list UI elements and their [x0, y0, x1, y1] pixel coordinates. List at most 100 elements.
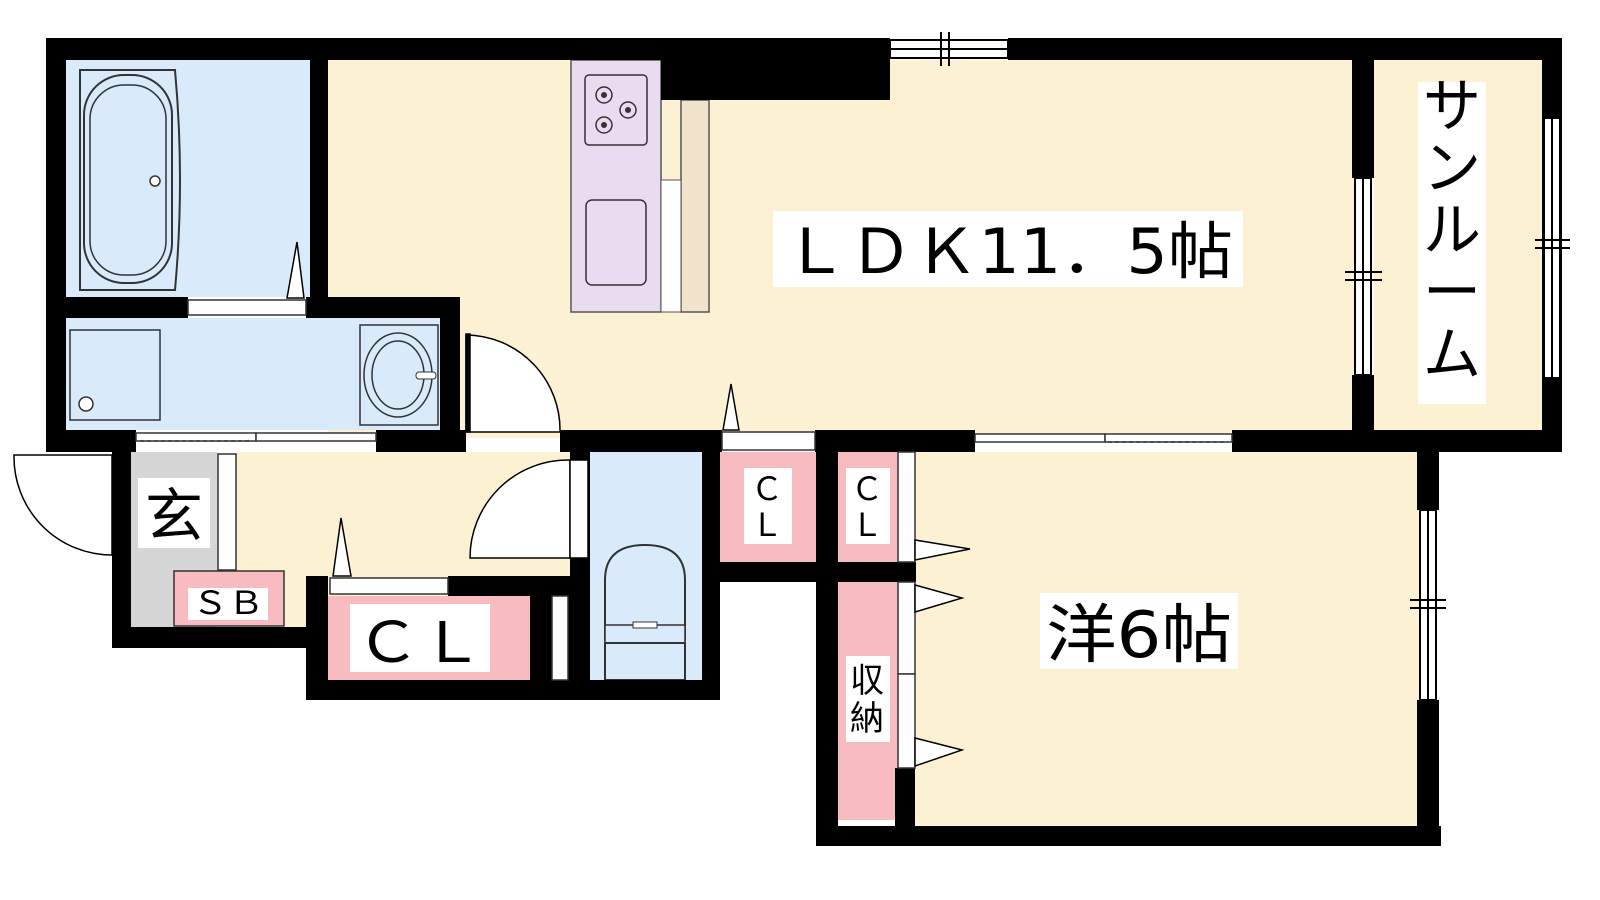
storage-door-2 — [897, 581, 916, 675]
sliding-doors — [135, 299, 1233, 769]
wall-closet-top — [448, 576, 568, 596]
wall-bath-wash — [66, 297, 188, 318]
wall-western-bottom — [816, 826, 1441, 846]
closet-small-2-label: ＣＬ — [851, 470, 883, 544]
sliding-door-wash-a — [135, 432, 257, 442]
wall-middle-5 — [1232, 430, 1562, 452]
kitchen-back-counter — [680, 99, 710, 313]
bathtub — [83, 74, 173, 284]
label-char: 収 — [850, 661, 884, 701]
wall-middle-4 — [815, 430, 975, 452]
wall-western-left — [895, 768, 915, 830]
label-char: Ｃ — [751, 470, 783, 508]
entrance-label: 玄 — [145, 482, 203, 550]
toilet-tank — [604, 642, 686, 681]
entrance-step — [217, 453, 237, 571]
bathtub-drain — [149, 175, 161, 187]
stove — [584, 74, 648, 146]
wall-kitchen-top — [661, 38, 890, 100]
label-char: ー — [1423, 258, 1481, 326]
toilet-door-leaf — [569, 459, 589, 559]
wall-entrance-bottom — [112, 627, 328, 648]
storage-door-3 — [897, 673, 916, 769]
faucet — [415, 371, 437, 380]
sliding-door-hall-cl — [329, 577, 449, 595]
ldk-label-bg — [773, 211, 1243, 287]
wall-left — [46, 38, 66, 452]
storage-label-bg — [846, 656, 890, 742]
burner-2 — [619, 101, 637, 119]
burner-1 — [595, 86, 613, 104]
label-char: Ｌ — [851, 506, 883, 544]
label-char: 納 — [850, 699, 884, 739]
burner-3 — [595, 116, 613, 134]
wall-western-right-top — [1417, 430, 1439, 510]
wall-cl1-bottom — [702, 562, 838, 582]
bathroom-fixtures — [69, 69, 439, 426]
wall-pillar — [568, 576, 590, 700]
wall-middle-1 — [46, 430, 136, 452]
burner-dot-1 — [601, 92, 607, 98]
arrow-storage-2 — [914, 584, 965, 614]
storage-door-1 — [897, 451, 916, 563]
kitchen-fridge-space — [660, 179, 682, 313]
hall-closet-label-bg — [350, 604, 490, 672]
wall-wash-right — [440, 297, 460, 452]
wall-middle-2 — [376, 430, 466, 452]
sliding-door-bath — [187, 299, 307, 316]
arrow-bath — [286, 241, 305, 299]
room-labels: ＬＤＫ11．5帖 サンルーム 洋6帖 玄 ＳＢ ＣＬ ＣＬ ＣＬ 収納 — [145, 72, 1481, 739]
arrow-storage-3 — [914, 737, 965, 768]
bathtub-inner — [89, 84, 167, 276]
walls — [46, 38, 1562, 846]
wall-closet-bottom — [306, 680, 720, 700]
sliding-door-wash-b — [255, 432, 377, 442]
cl1-label-bg — [744, 468, 792, 544]
toilet-handle — [632, 621, 658, 629]
western-label-bg — [1040, 593, 1238, 669]
storage-label: 収納 — [850, 661, 884, 739]
washroom-door-leaf — [465, 333, 471, 433]
ldk-label: ＬＤＫ11．5帖 — [783, 215, 1233, 288]
label-char: ル — [1423, 196, 1481, 264]
burner-dot-3 — [601, 122, 607, 128]
windows — [889, 32, 1570, 701]
kitchen-sink — [585, 199, 647, 286]
closet-small-1-label: ＣＬ — [751, 470, 783, 544]
shoebox-label-bg — [188, 588, 268, 620]
kitchen — [570, 59, 710, 313]
label-char: Ｃ — [851, 470, 883, 508]
sunroom-label: サンルーム — [1423, 72, 1481, 388]
swing-doors — [13, 333, 589, 559]
wall-cl-divider — [816, 430, 838, 845]
wall-closet-left — [306, 576, 328, 700]
cl2-label-bg — [846, 468, 890, 544]
label-char: Ｌ — [751, 506, 783, 544]
wall-bath-wash-2 — [306, 297, 460, 318]
bath-door-strip — [551, 595, 569, 681]
wall-entrance-left — [112, 452, 131, 648]
toilet-door-swing — [469, 459, 571, 559]
wall-top-right — [1008, 38, 1562, 60]
entrance-label-bg — [138, 478, 210, 548]
wall-closet-right — [530, 576, 552, 700]
arrow-storage-1 — [914, 539, 971, 561]
shoebox-label: ＳＢ — [192, 584, 264, 622]
wall-western-right-bottom — [1417, 700, 1439, 846]
arrow-hall — [332, 517, 352, 577]
wall-ldk-sun-top — [1352, 38, 1374, 178]
toilet-fixture — [604, 543, 686, 681]
burner-dot-2 — [625, 107, 631, 113]
entrance-door-swing — [13, 454, 113, 556]
washer-drain — [78, 396, 94, 412]
toilet-bowl — [604, 543, 686, 641]
direction-arrows — [286, 241, 971, 768]
wall-cl2-bottom — [816, 562, 916, 582]
wall-middle-3 — [560, 430, 722, 452]
wall-bath-ldk — [310, 38, 328, 318]
arrow-ldk-cl — [722, 383, 740, 431]
hall-closet-label: ＣＬ — [356, 611, 484, 676]
sliding-door-western-a — [974, 433, 1106, 443]
sliding-door-cl1 — [721, 431, 816, 451]
